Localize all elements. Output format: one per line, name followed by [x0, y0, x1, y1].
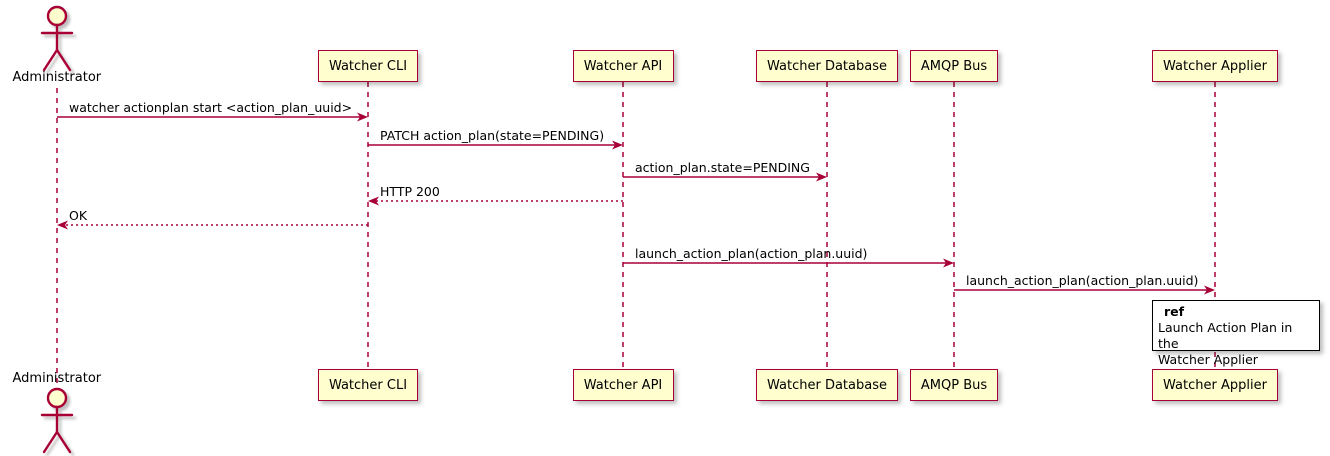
participant-label: AMQP Bus [920, 377, 988, 393]
message-arrowhead-5 [943, 258, 954, 268]
participant-label: AMQP Bus [920, 58, 988, 74]
message-label-3: HTTP 200 [380, 184, 440, 199]
ref-fragment-tab-label: ref [1164, 304, 1185, 319]
message-label-2: action_plan.state=PENDING [635, 160, 810, 175]
participant-label: Watcher API [583, 58, 663, 74]
participant-box-watcher-cli-bottom[interactable]: Watcher CLI [318, 369, 418, 401]
message-label-1: PATCH action_plan(state=PENDING) [380, 128, 605, 143]
message-label-5: launch_action_plan(action_plan.uuid) [635, 246, 868, 261]
participant-label: Watcher CLI [328, 58, 408, 74]
participant-box-watcher-cli-top[interactable]: Watcher CLI [318, 50, 418, 82]
ref-fragment-box[interactable] [1152, 300, 1320, 351]
message-label-4: OK [69, 208, 88, 223]
participant-box-watcher-database-top[interactable]: Watcher Database [756, 50, 898, 82]
message-label-0: watcher actionplan start <action_plan_uu… [69, 100, 353, 115]
participant-box-watcher-database-bottom[interactable]: Watcher Database [756, 369, 898, 401]
participant-label: Watcher CLI [328, 377, 408, 393]
participant-box-watcher-api-top[interactable]: Watcher API [572, 50, 674, 82]
actor-figure-administrator-top [40, 5, 74, 72]
message-arrowhead-2 [816, 172, 827, 182]
message-label-6: launch_action_plan(action_plan.uuid) [966, 273, 1199, 288]
participant-label: Watcher Applier [1163, 58, 1267, 74]
message-arrowhead-6 [1204, 285, 1215, 295]
actor-label-administrator-bottom: Administrator [12, 371, 102, 386]
actor-label-administrator-top: Administrator [12, 70, 102, 85]
participant-label: Watcher Applier [1163, 377, 1267, 393]
participant-label: Watcher Database [767, 58, 887, 74]
message-arrowhead-1 [612, 140, 623, 150]
message-arrowhead-4 [57, 220, 68, 230]
actor-figure-administrator-bottom [40, 387, 74, 454]
ref-fragment-body: Launch Action Plan in the Watcher Applie… [1158, 320, 1293, 367]
participant-box-amqp-bus-bottom[interactable]: AMQP Bus [910, 369, 998, 401]
participant-box-amqp-bus-top[interactable]: AMQP Bus [910, 50, 998, 82]
participant-label: Watcher Database [767, 377, 887, 393]
participant-label: Watcher API [583, 377, 663, 393]
participant-box-watcher-applier-bottom[interactable]: Watcher Applier [1152, 369, 1278, 401]
message-arrowhead-3 [368, 196, 379, 206]
participant-box-watcher-applier-top[interactable]: Watcher Applier [1152, 50, 1278, 82]
message-arrowhead-0 [357, 112, 368, 122]
participant-box-watcher-api-bottom[interactable]: Watcher API [572, 369, 674, 401]
